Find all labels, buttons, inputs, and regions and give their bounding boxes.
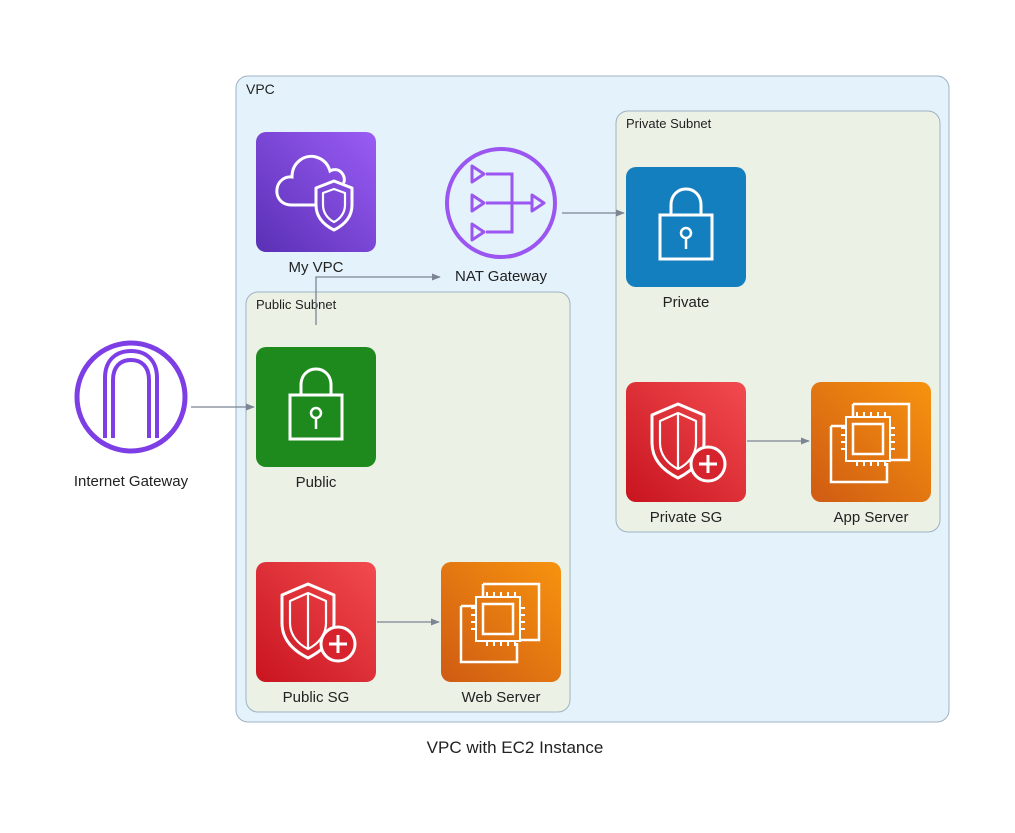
node-public[interactable]: Public xyxy=(256,347,376,491)
public-sg-label: Public SG xyxy=(283,689,350,706)
node-private-sg[interactable]: Private SG xyxy=(626,382,746,526)
nat-gateway-icon xyxy=(445,147,557,259)
web-server-label: Web Server xyxy=(462,689,541,706)
edges xyxy=(191,209,810,626)
security-group-icon xyxy=(256,562,376,682)
node-private[interactable]: Private xyxy=(626,167,746,311)
node-public-sg[interactable]: Public SG xyxy=(256,562,376,706)
security-group-icon xyxy=(626,382,746,502)
private-label: Private xyxy=(663,294,710,311)
node-internet-gateway[interactable]: Internet Gateway xyxy=(74,340,189,490)
private-subnet-label: Private Subnet xyxy=(626,116,712,131)
nat-gateway-label: NAT Gateway xyxy=(455,268,547,285)
my-vpc-label: My VPC xyxy=(288,259,343,276)
node-my-vpc[interactable]: My VPC xyxy=(256,132,376,276)
vpc-cloud-shield-icon xyxy=(256,132,376,252)
ec2-instance-icon xyxy=(441,562,561,682)
public-label: Public xyxy=(296,474,337,491)
edge-public-to-nat-gateway xyxy=(315,273,441,325)
private-sg-label: Private SG xyxy=(650,509,723,526)
node-app-server[interactable]: App Server xyxy=(811,382,931,526)
diagram-caption: VPC with EC2 Instance xyxy=(427,738,604,757)
lock-icon xyxy=(626,167,746,287)
node-web-server[interactable]: Web Server xyxy=(441,562,561,706)
ec2-instance-icon xyxy=(811,382,931,502)
node-nat-gateway[interactable]: NAT Gateway xyxy=(445,147,557,285)
internet-gateway-label: Internet Gateway xyxy=(74,473,189,490)
lock-icon xyxy=(256,347,376,467)
public-subnet-label: Public Subnet xyxy=(256,297,337,312)
internet-gateway-icon xyxy=(74,340,188,454)
vpc-cluster-label: VPC xyxy=(246,81,275,97)
app-server-label: App Server xyxy=(833,509,908,526)
